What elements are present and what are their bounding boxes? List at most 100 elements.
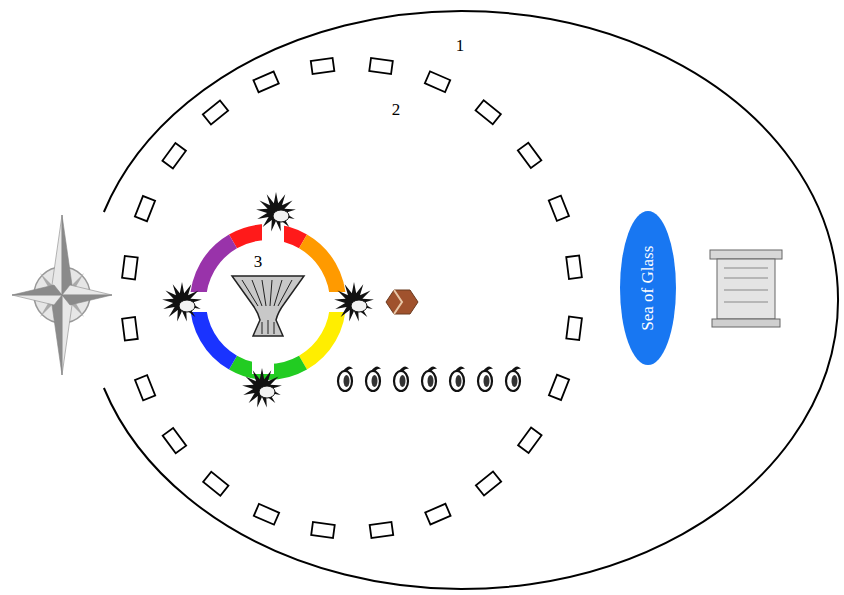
callout-number: 1 [456, 37, 465, 56]
living-creatures [162, 192, 374, 407]
altar-figure [710, 250, 782, 327]
elder-seat [163, 428, 187, 453]
lamp-icon [338, 366, 353, 391]
lamp-icon [450, 366, 465, 391]
throne-body [232, 276, 304, 336]
rainbow-yellow [299, 302, 346, 370]
lamp-flame [483, 366, 493, 372]
elder-seat [203, 472, 228, 496]
elder-seat [253, 72, 278, 93]
callout-number: 3 [254, 253, 263, 272]
scroll [386, 290, 418, 314]
compass-rose [12, 215, 112, 375]
altar-base [712, 319, 780, 327]
creature-icon [256, 192, 296, 231]
lamp-body [506, 371, 520, 391]
elder-seat [311, 58, 335, 74]
creature-face [259, 386, 275, 398]
compass-point [62, 285, 112, 295]
sea-ellipse: Sea of Glass [619, 210, 677, 366]
lamp-icon [478, 366, 493, 391]
rainbow-ring [186, 221, 350, 380]
ring-notch [252, 352, 274, 374]
lamp-icon [394, 366, 409, 391]
scroll-hand [386, 290, 418, 314]
compass-point [12, 285, 62, 295]
rainbow-blue [190, 302, 237, 370]
elder-seat [476, 472, 501, 496]
elder-seat [518, 143, 542, 168]
elder-seat [476, 100, 501, 124]
lamp-core [372, 375, 378, 387]
creature-icon [242, 368, 282, 407]
compass-point [62, 215, 72, 295]
elder-seat [162, 143, 185, 168]
elder-seat [122, 256, 138, 279]
lamp-body [422, 371, 436, 391]
lamp-flame [399, 366, 409, 372]
creature-face [179, 300, 195, 312]
lamp-body [450, 371, 464, 391]
elder-seat [369, 58, 393, 74]
elder-seat [311, 522, 335, 538]
elder-seat [425, 504, 450, 525]
scroll-fold [394, 290, 402, 314]
lamp-body [394, 371, 408, 391]
lamp-core [400, 375, 406, 387]
lamp-flame [371, 366, 381, 372]
lamp-core [428, 375, 434, 387]
altar-detail [724, 268, 768, 302]
node-text: Sea of Glass [638, 246, 658, 331]
compass-point [52, 215, 62, 295]
outer-oval [104, 11, 838, 589]
creature-mane [242, 368, 282, 407]
throne-figure [232, 276, 304, 336]
callout-number: 2 [392, 101, 401, 120]
lamp-flame [455, 366, 465, 372]
lamp-body [338, 371, 352, 391]
elder-seat [566, 317, 582, 340]
altar-top [710, 250, 782, 259]
altar-body [717, 259, 775, 319]
lamp-flame [343, 366, 353, 372]
lamp-body [366, 371, 380, 391]
creature-face [273, 210, 289, 222]
compass-point [12, 295, 62, 305]
creature-mane [334, 282, 374, 321]
lamp-flame [511, 366, 521, 372]
lamp-icon [506, 366, 521, 391]
elder-seats [122, 58, 582, 538]
elder-seat [135, 196, 155, 221]
sea-shape [620, 211, 676, 365]
elder-seat [254, 504, 279, 525]
throne-hatching [242, 280, 292, 334]
creature-mane [162, 282, 202, 321]
seven-lamps [338, 366, 521, 391]
elder-seat [203, 101, 228, 125]
lamp-flame [427, 366, 437, 372]
lamp-icon [422, 366, 437, 391]
elder-seat [425, 71, 450, 92]
creature-mane [256, 192, 296, 231]
compass-point [52, 295, 62, 375]
elder-seat [135, 375, 155, 400]
elder-seat [566, 256, 582, 279]
lamp-core [456, 375, 462, 387]
lamp-core [512, 375, 518, 387]
lamp-icon [366, 366, 381, 391]
elder-seat [370, 522, 394, 538]
lamp-core [344, 375, 350, 387]
creature-icon [334, 282, 374, 321]
elder-seat [122, 317, 138, 340]
compass-point [62, 295, 72, 375]
elder-seat [549, 375, 569, 400]
elder-seat [518, 428, 541, 453]
elder-seat [549, 196, 569, 221]
lamp-body [478, 371, 492, 391]
compass-point [62, 295, 112, 305]
creature-face [351, 300, 367, 312]
